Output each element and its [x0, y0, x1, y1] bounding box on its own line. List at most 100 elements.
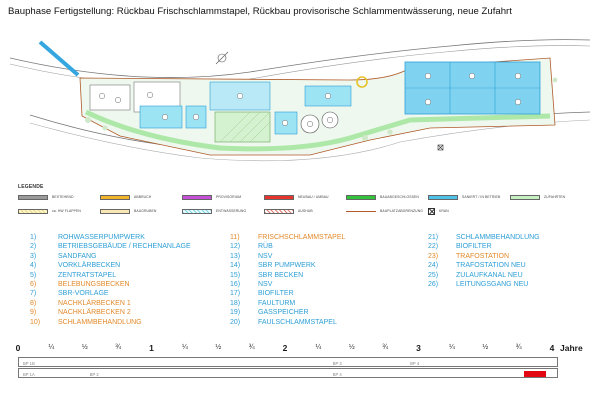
list-item: 9)NACHKLÄRBECKEN 2 [30, 308, 191, 317]
phase-label: BP 2 [89, 371, 99, 377]
list-item-number: 14) [230, 262, 241, 270]
legend-label: BAUPLATZABGRENZUNG [380, 209, 423, 213]
list-item-name: ZENTRATSTAPEL [58, 271, 117, 279]
timeline-fraction-tick: ¼ [181, 344, 188, 351]
list-item-number: 19) [230, 309, 241, 317]
list-item-name: SBR-VORLAGE [58, 290, 109, 298]
list-item: 17) BIOFILTER [230, 289, 345, 298]
legend-swatch [18, 208, 48, 214]
list-item: 6)BELEBUNGSBECKEN [30, 280, 191, 289]
list-item-name: RÜB [258, 243, 273, 251]
list-item: 24)TRAFOSTATION NEU [428, 261, 540, 270]
legend-label: BAUGRUBEN [134, 209, 157, 213]
list-item-name: BETRIEBSGEBÄUDE / RECHENANLAGE [58, 243, 191, 251]
timeline-fraction-tick: ¾ [248, 344, 255, 351]
list-item-name: GASSPEICHER [258, 309, 309, 317]
list-item-name: FAULSCHLAMMSTAPEL [258, 318, 337, 326]
list-item-number: 11) [230, 234, 240, 241]
list-item: 2) BETRIEBSGEBÄUDE / RECHENANLAGE [30, 242, 191, 251]
list-item: 4)VORKLÄRBECKEN [30, 261, 191, 270]
list-item: 26)LEITUNGSGANG NEU [428, 280, 540, 289]
timeline-major-tick: 2 [282, 343, 288, 353]
timeline-fraction-tick: ½ [81, 344, 88, 351]
list-item-name: SCHLAMMBEHANDLUNG [456, 234, 540, 241]
list-item-number: 22) [428, 243, 439, 251]
list-item-number: 1) [30, 234, 37, 241]
legend-item: BESTEHEND [18, 192, 74, 202]
legend-swatch [18, 194, 48, 200]
list-item-name: NSV [258, 252, 273, 260]
list-item-number: 17) [230, 290, 241, 298]
list-item-number: 6) [30, 281, 37, 289]
list-item-number: 26) [428, 281, 439, 289]
list-item-number: 7) [30, 290, 37, 298]
list-item: 20)FAULSCHLAMMSTAPEL [230, 318, 345, 327]
timeline-major-tick: 1 [149, 343, 154, 353]
phase-label: BP 4 [332, 371, 342, 377]
legend-label: KRAN [439, 209, 449, 213]
yellow-marker [356, 76, 368, 88]
vegetation [85, 77, 558, 141]
legend-heading: LEGENDE [18, 184, 44, 190]
phase-label: BP 3 [332, 360, 342, 366]
legend-item: NEUBAU / UMBAU [264, 192, 329, 202]
list-item-name: SANDFANG [58, 252, 97, 260]
list-item-name: FAULTURM [258, 299, 296, 307]
list-item-number: 8) [30, 299, 37, 307]
list-item: 23)TRAFOSTATION [428, 252, 540, 261]
gantt-chart: BP 1B BP 3 BP 4 BP 1A BP 2 BP 4 [18, 357, 558, 391]
site-plan [10, 20, 590, 162]
legend: BESTEHEND ABBRUCH PROVISORIUM NEUBAU / UMBA… [18, 192, 588, 220]
north-arrow-icon [215, 51, 229, 65]
list-item: 19) GASSPEICHER [230, 308, 345, 317]
list-item: 5)ZENTRATSTAPEL [30, 271, 191, 280]
timeline-major-tick: 0 [15, 343, 21, 353]
timeline-fraction-tick: ½ [348, 344, 355, 351]
list-item: 16)NSV [230, 280, 345, 289]
list-item-number: 4) [30, 262, 37, 270]
timeline-fraction-tick: ½ [482, 344, 489, 351]
list-item-name: BIOFILTER [456, 243, 492, 251]
phase-label: BP 1B [23, 360, 35, 366]
gantt-row: BP 1B BP 3 BP 4 [18, 357, 558, 367]
phase-label: BP 1A [23, 371, 35, 377]
list-item: 18)FAULTURM [230, 299, 345, 308]
legend-label: ca. HW FLAPPEN [52, 209, 81, 213]
list-item-name: FRISCHSCHLAMMSTAPEL [258, 234, 346, 241]
legend-item: BAUPLATZABGRENZUNG [346, 206, 423, 216]
timeline-fraction-tick: ¼ [48, 344, 55, 351]
inlet-pipe [38, 40, 80, 77]
legend-label: ENTWÄSSERUNG [216, 209, 247, 213]
legend-item: AUSHUB [264, 206, 313, 216]
river-line [10, 39, 590, 78]
list-item-name: NACHKLÄRBECKEN 2 [58, 309, 131, 317]
page-title: Bauphase Fertigstellung: Rückbau Frischs… [8, 6, 512, 17]
legend-item: PROVISORIUM [182, 192, 241, 202]
list-item: 14)SBR PUMPWERK [230, 261, 345, 270]
phase-label: BP 4 [410, 360, 420, 366]
list-item: 8)NACHKLÄRBECKEN 1 [30, 299, 191, 308]
list-item: 22) BIOFILTER [428, 242, 540, 251]
river-area [10, 20, 590, 80]
list-item-number: 3) [30, 252, 37, 260]
timeline-unit-label: Jahre [560, 343, 583, 353]
list-item-number: 25) [428, 271, 439, 279]
legend-swatch [100, 194, 130, 200]
legend-label: PROVISORIUM [216, 195, 242, 199]
basin-a [139, 105, 183, 129]
basin-hatched-lines [219, 111, 271, 143]
list-item-name: BIOFILTER [258, 290, 294, 298]
legend-label: ABBRUCH [134, 195, 152, 199]
legend-swatch [264, 208, 294, 214]
legend-swatch [428, 194, 458, 200]
legend-swatch [346, 210, 376, 212]
legend-swatch [428, 207, 435, 215]
active-phase-bar [523, 370, 547, 377]
number-bubbles [98, 73, 522, 127]
list-item-number: 2) [30, 243, 37, 251]
list-item-number: 24) [428, 262, 439, 270]
